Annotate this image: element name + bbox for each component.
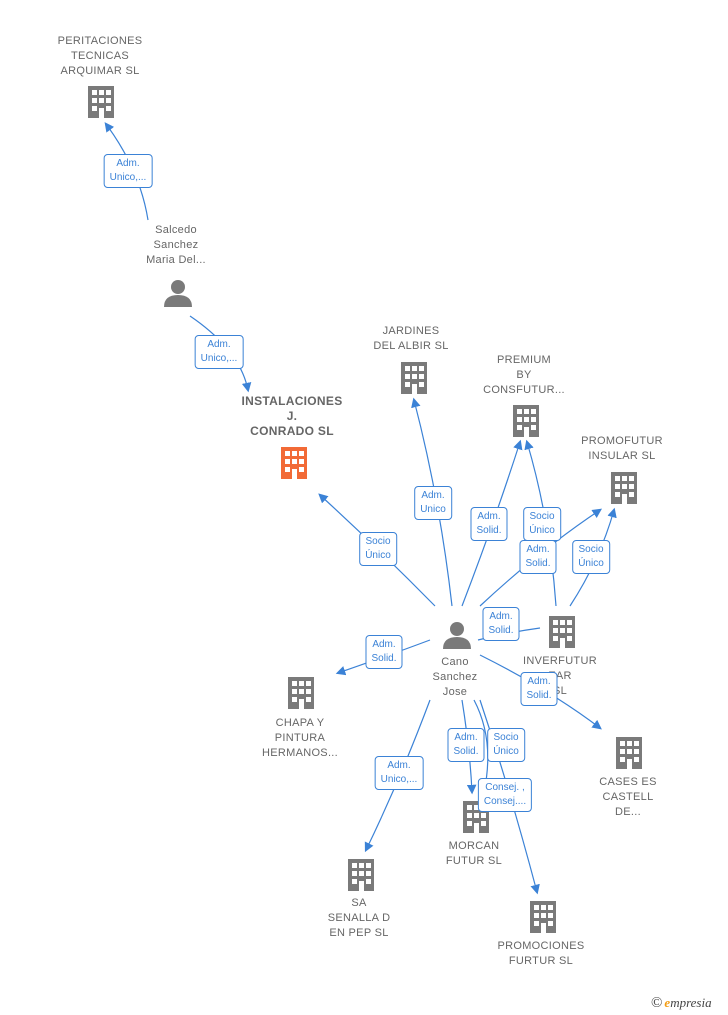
person-icon-salcedo[interactable] (163, 278, 193, 308)
node-label-instalaciones[interactable]: INSTALACIONES J. CONRADO SL (241, 394, 343, 438)
node-label-premium[interactable]: PREMIUM BY CONSFUTUR... (483, 354, 565, 396)
person-icon-cano[interactable] (442, 620, 472, 650)
edge-label-cano-morcan-a[interactable]: Adm. Solid. (447, 728, 485, 762)
node-label-promofutur[interactable]: PROMOFUTUR INSULAR SL (581, 435, 663, 462)
building-icon-peritaciones[interactable] (84, 84, 118, 120)
edge-label-salcedo-instalaciones[interactable]: Adm. Unico,... (194, 335, 244, 369)
edge-label-cano-chapa[interactable]: Adm. Solid. (365, 635, 403, 669)
node-label-chapa[interactable]: CHAPA Y PINTURA HERMANOS... (261, 717, 339, 759)
node-label-cases[interactable]: CASES ES CASTELL DE... (599, 776, 657, 818)
node-label-jardines[interactable]: JARDINES DEL ALBIR SL (373, 325, 449, 352)
brand-name: mpresia (670, 995, 712, 1010)
node-label-sasenalla[interactable]: SA SENALLA D EN PEP SL (327, 897, 391, 939)
building-icon-chapa[interactable] (284, 675, 318, 711)
building-icon-promofutur[interactable] (607, 470, 641, 506)
building-icon-cases[interactable] (612, 735, 646, 771)
node-label-peritaciones[interactable]: PERITACIONES TECNICAS ARQUIMAR SL (57, 35, 143, 77)
edge-label-cano-promociones[interactable]: Consej. , Consej.... (477, 778, 533, 812)
edge-label-cano-premium[interactable]: Adm. Solid. (470, 507, 508, 541)
edge-label-cano-inverfutur[interactable]: Adm. Solid. (482, 607, 520, 641)
building-icon-sasenalla[interactable] (344, 857, 378, 893)
edge-label-inverfutur-premium[interactable]: Socio Único (523, 507, 561, 541)
edge-label-cano-jardines[interactable]: Adm. Unico (414, 486, 452, 520)
building-icon-promociones[interactable] (526, 899, 560, 935)
brand-initial: e (664, 995, 671, 1010)
node-label-salcedo[interactable]: Salcedo Sanchez Maria Del... (146, 224, 206, 266)
edge-label-inverfutur-promofutur[interactable]: Socio Único (572, 540, 610, 574)
copyright-icon: © (651, 995, 663, 1011)
edge-label-cano-cases[interactable]: Adm. Solid. (520, 672, 558, 706)
building-icon-inverfutur[interactable] (545, 614, 579, 650)
edge-label-cano-instalaciones[interactable]: Socio Único (359, 532, 397, 566)
edge-label-cano-morcan-b[interactable]: Socio Único (487, 728, 525, 762)
node-label-morcan[interactable]: MORCAN FUTUR SL (445, 840, 503, 867)
node-label-promociones[interactable]: PROMOCIONES FURTUR SL (497, 940, 585, 967)
building-icon-premium[interactable] (509, 403, 543, 439)
edge-label-salcedo-peritaciones[interactable]: Adm. Unico,... (103, 154, 153, 188)
building-icon-instalaciones[interactable] (277, 445, 311, 481)
building-icon-jardines[interactable] (397, 360, 431, 396)
edge-label-cano-sasenalla[interactable]: Adm. Unico,... (374, 756, 424, 790)
edge-label-cano-promofutur[interactable]: Adm. Solid. (519, 540, 557, 574)
node-label-cano[interactable]: Cano Sanchez Jose (432, 656, 478, 698)
empresia-logo[interactable]: ©empresia (651, 995, 712, 1012)
